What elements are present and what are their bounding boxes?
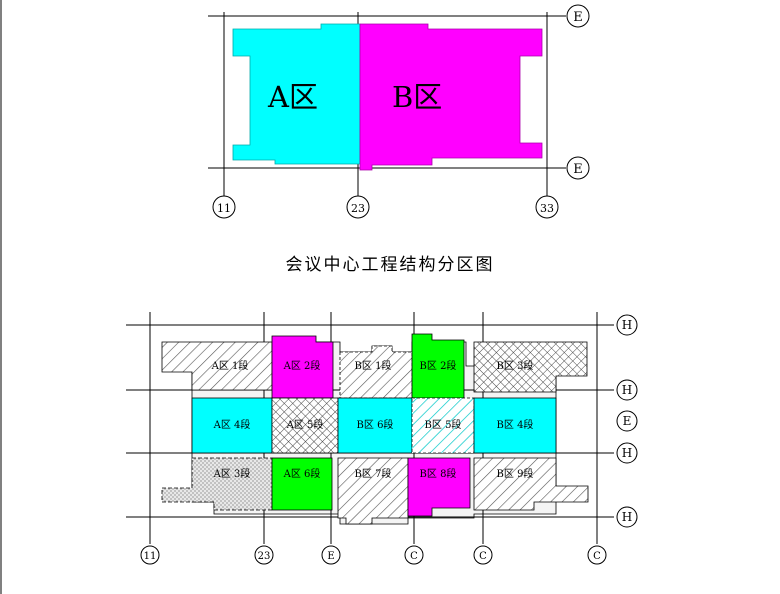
axis-bubble: [254, 545, 274, 565]
axis-label: E: [623, 414, 632, 428]
axis-label: H: [622, 510, 632, 524]
axis-bubble: [587, 545, 607, 565]
axis-bubble: [212, 195, 236, 219]
axis-bubble: [616, 314, 638, 336]
axis-label: E: [327, 551, 334, 562]
axis-label: E: [573, 10, 583, 25]
segment-label: B区 1段: [355, 359, 392, 372]
axis-label: 11: [144, 551, 157, 562]
axis-bubble: [566, 156, 590, 180]
axis-bubble: [566, 4, 590, 28]
zone-a-label: A区: [267, 80, 318, 114]
axis-bubble: [473, 545, 493, 565]
axis-label: 23: [258, 551, 271, 562]
segment-a3: [161, 457, 273, 511]
segment-b1: [339, 345, 413, 399]
segment-label: B区 2段: [420, 359, 457, 372]
segment-label: B区 7段: [355, 467, 392, 480]
segment-b7: [337, 457, 409, 525]
zone-b-area: [359, 23, 543, 171]
segment-b3: [473, 341, 588, 393]
segment-b5: [411, 397, 475, 454]
segment-label: B区 9段: [497, 467, 534, 480]
zone-b-label: B区: [392, 80, 442, 114]
axis-bubble: [535, 195, 559, 219]
segment-b4: [473, 397, 557, 454]
axis-label: 11: [217, 202, 231, 215]
overview-plan: A区 B区 E E 11 23 33: [208, 4, 590, 219]
axis-label: C: [410, 551, 418, 562]
axis-bubble: [616, 506, 638, 528]
axis-bubble: [346, 195, 370, 219]
axis-bubble: [616, 379, 638, 401]
segment-label: B区 3段: [497, 359, 534, 372]
segment-label: A区 1段: [211, 359, 249, 372]
segment-label: A区 2段: [283, 359, 321, 372]
axis-bubble: [321, 545, 341, 565]
segment-label: A区 5段: [286, 418, 324, 431]
segment-b8: [407, 457, 471, 517]
segment-plan: A区 1段 A区 2段 B区 1段 B区 2段 B区 3段 A区 4段 A区 5…: [126, 312, 638, 565]
segment-label: A区 3段: [213, 467, 251, 480]
axis-label: C: [479, 551, 487, 562]
axis-bubble: [616, 442, 638, 464]
segment-label: B区 4段: [497, 418, 534, 431]
segment-b6: [337, 397, 413, 454]
segment-a6: [271, 457, 333, 511]
segment-label: A区 6段: [283, 467, 321, 480]
segment-a4: [191, 397, 273, 454]
segment-b9: [473, 457, 589, 511]
axis-label: E: [573, 162, 583, 177]
axis-bubble: [140, 545, 160, 565]
axis-label: 33: [540, 202, 554, 215]
axis-label: H: [622, 446, 632, 460]
segment-label: A区 4段: [213, 418, 251, 431]
zone-a-area: [232, 23, 361, 165]
segment-label: B区 6段: [357, 418, 394, 431]
segment-label: B区 5段: [425, 418, 462, 431]
axis-label: H: [622, 383, 632, 397]
axis-label: C: [593, 551, 601, 562]
drawing-caption: 会议中心工程结构分区图: [285, 255, 495, 275]
segment-label: B区 8段: [420, 467, 457, 480]
axis-bubble: [404, 545, 424, 565]
axis-label: H: [622, 318, 632, 332]
axis-bubble: [616, 410, 638, 432]
axis-label: 23: [351, 202, 365, 215]
